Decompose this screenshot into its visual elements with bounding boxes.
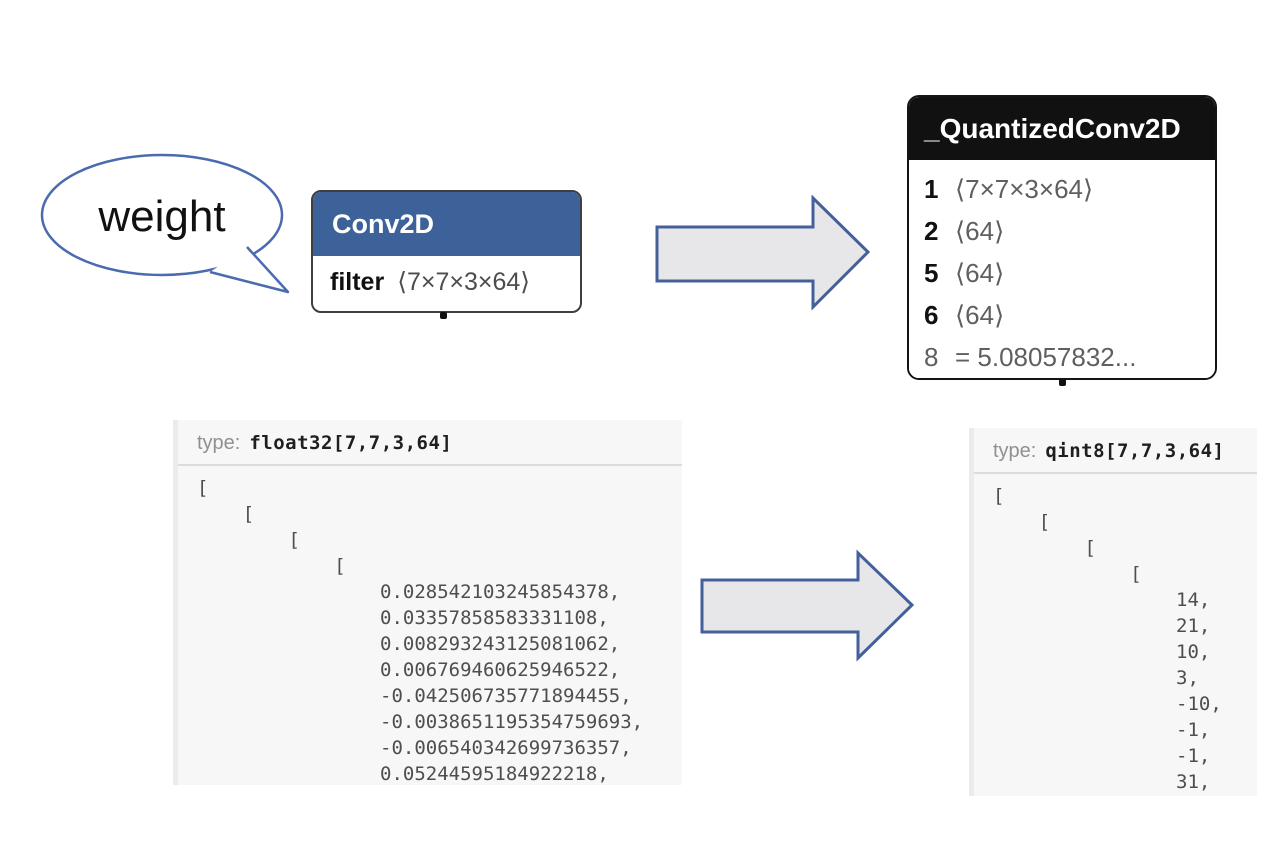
input-shape: ⟨64⟩ bbox=[955, 300, 1005, 330]
quantized-conv2d-output-port bbox=[1059, 379, 1066, 386]
input-index: 5 bbox=[924, 258, 939, 288]
weight-callout-bubble: weight bbox=[40, 153, 290, 294]
input-index: 1 bbox=[924, 174, 939, 204]
quantize-arrow-top bbox=[655, 195, 871, 311]
input-scalar-value: = 5.08057832... bbox=[955, 342, 1137, 372]
input-index: 6 bbox=[924, 300, 939, 330]
input-row: 8 = 5.08057832... bbox=[924, 342, 1215, 378]
input-row: 2 ⟨64⟩ bbox=[924, 216, 1215, 258]
right-arrow-icon bbox=[655, 195, 871, 311]
quantize-arrow-bottom bbox=[700, 549, 915, 662]
input-index: 2 bbox=[924, 216, 939, 246]
qint8-tensor-panel: type: qint8[7,7,3,64] [ [ [ [ 14, 21, 10… bbox=[969, 428, 1257, 796]
conv2d-node-title: Conv2D bbox=[332, 208, 435, 239]
bubble-ellipse bbox=[40, 153, 284, 277]
bubble-label: weight bbox=[97, 192, 225, 241]
input-row: 1 ⟨7×7×3×64⟩ bbox=[924, 174, 1215, 216]
quantized-conv2d-node-body: 1 ⟨7×7×3×64⟩ 2 ⟨64⟩ 5 ⟨64⟩ 6 ⟨64⟩ 8 = 5.… bbox=[909, 160, 1215, 378]
quantized-conv2d-node: _QuantizedConv2D 1 ⟨7×7×3×64⟩ 2 ⟨64⟩ 5 ⟨… bbox=[907, 95, 1217, 380]
float32-tensor-panel: type: float32[7,7,3,64] [ [ [ [ 0.028542… bbox=[173, 420, 682, 785]
input-index: 8 bbox=[924, 342, 939, 372]
conv2d-output-port bbox=[440, 312, 447, 319]
input-shape: ⟨7×7×3×64⟩ bbox=[955, 174, 1094, 204]
quantized-conv2d-node-header: _QuantizedConv2D bbox=[909, 97, 1215, 160]
attribute-shape: ⟨7×7×3×64⟩ bbox=[397, 268, 531, 296]
conv2d-node-header: Conv2D bbox=[313, 192, 580, 256]
quantized-conv2d-node-title: _QuantizedConv2D bbox=[924, 112, 1181, 144]
input-shape: ⟨64⟩ bbox=[955, 258, 1005, 288]
bubble-tail bbox=[209, 246, 290, 294]
type-label: type: bbox=[197, 432, 241, 454]
float32-tensor-values: [ [ [ [ 0.028542103245854378, 0.03357858… bbox=[197, 477, 644, 785]
float32-tensor-type: float32[7,7,3,64] bbox=[249, 432, 453, 454]
qint8-tensor-type-header: type: qint8[7,7,3,64] bbox=[974, 428, 1257, 474]
input-shape: ⟨64⟩ bbox=[955, 216, 1005, 246]
qint8-tensor-type: qint8[7,7,3,64] bbox=[1045, 440, 1225, 462]
conv2d-node-body: filter ⟨7×7×3×64⟩ bbox=[313, 256, 580, 297]
input-row: 6 ⟨64⟩ bbox=[924, 300, 1215, 342]
qint8-tensor-values: [ [ [ [ 14, 21, 10, 3, -10, -1, -1, 31, bbox=[993, 485, 1222, 793]
right-arrow-icon bbox=[700, 549, 915, 662]
float32-tensor-type-header: type: float32[7,7,3,64] bbox=[178, 420, 682, 466]
attribute-name: filter bbox=[330, 268, 385, 296]
conv2d-node: Conv2D filter ⟨7×7×3×64⟩ bbox=[311, 190, 582, 313]
type-label: type: bbox=[993, 440, 1037, 462]
input-row: 5 ⟨64⟩ bbox=[924, 258, 1215, 300]
filter-attribute-row: filter ⟨7×7×3×64⟩ bbox=[313, 256, 580, 297]
